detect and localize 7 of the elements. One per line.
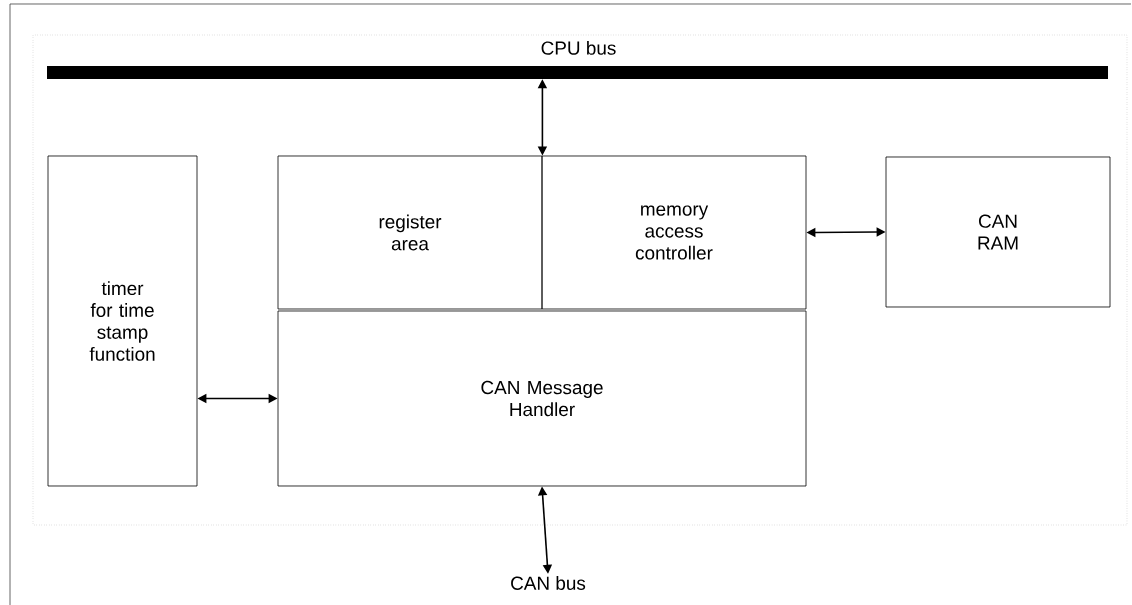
block-box: memory access controller (541, 155, 807, 310)
block-box: CAN Message Handler (277, 310, 807, 487)
block-box: timer for time stamp function (47, 155, 198, 487)
bus-label: CAN bus (511, 576, 586, 590)
block-box: CAN RAM (885, 156, 1111, 308)
bus-label: CPU bus (541, 40, 616, 55)
block-box: register area (277, 155, 543, 310)
